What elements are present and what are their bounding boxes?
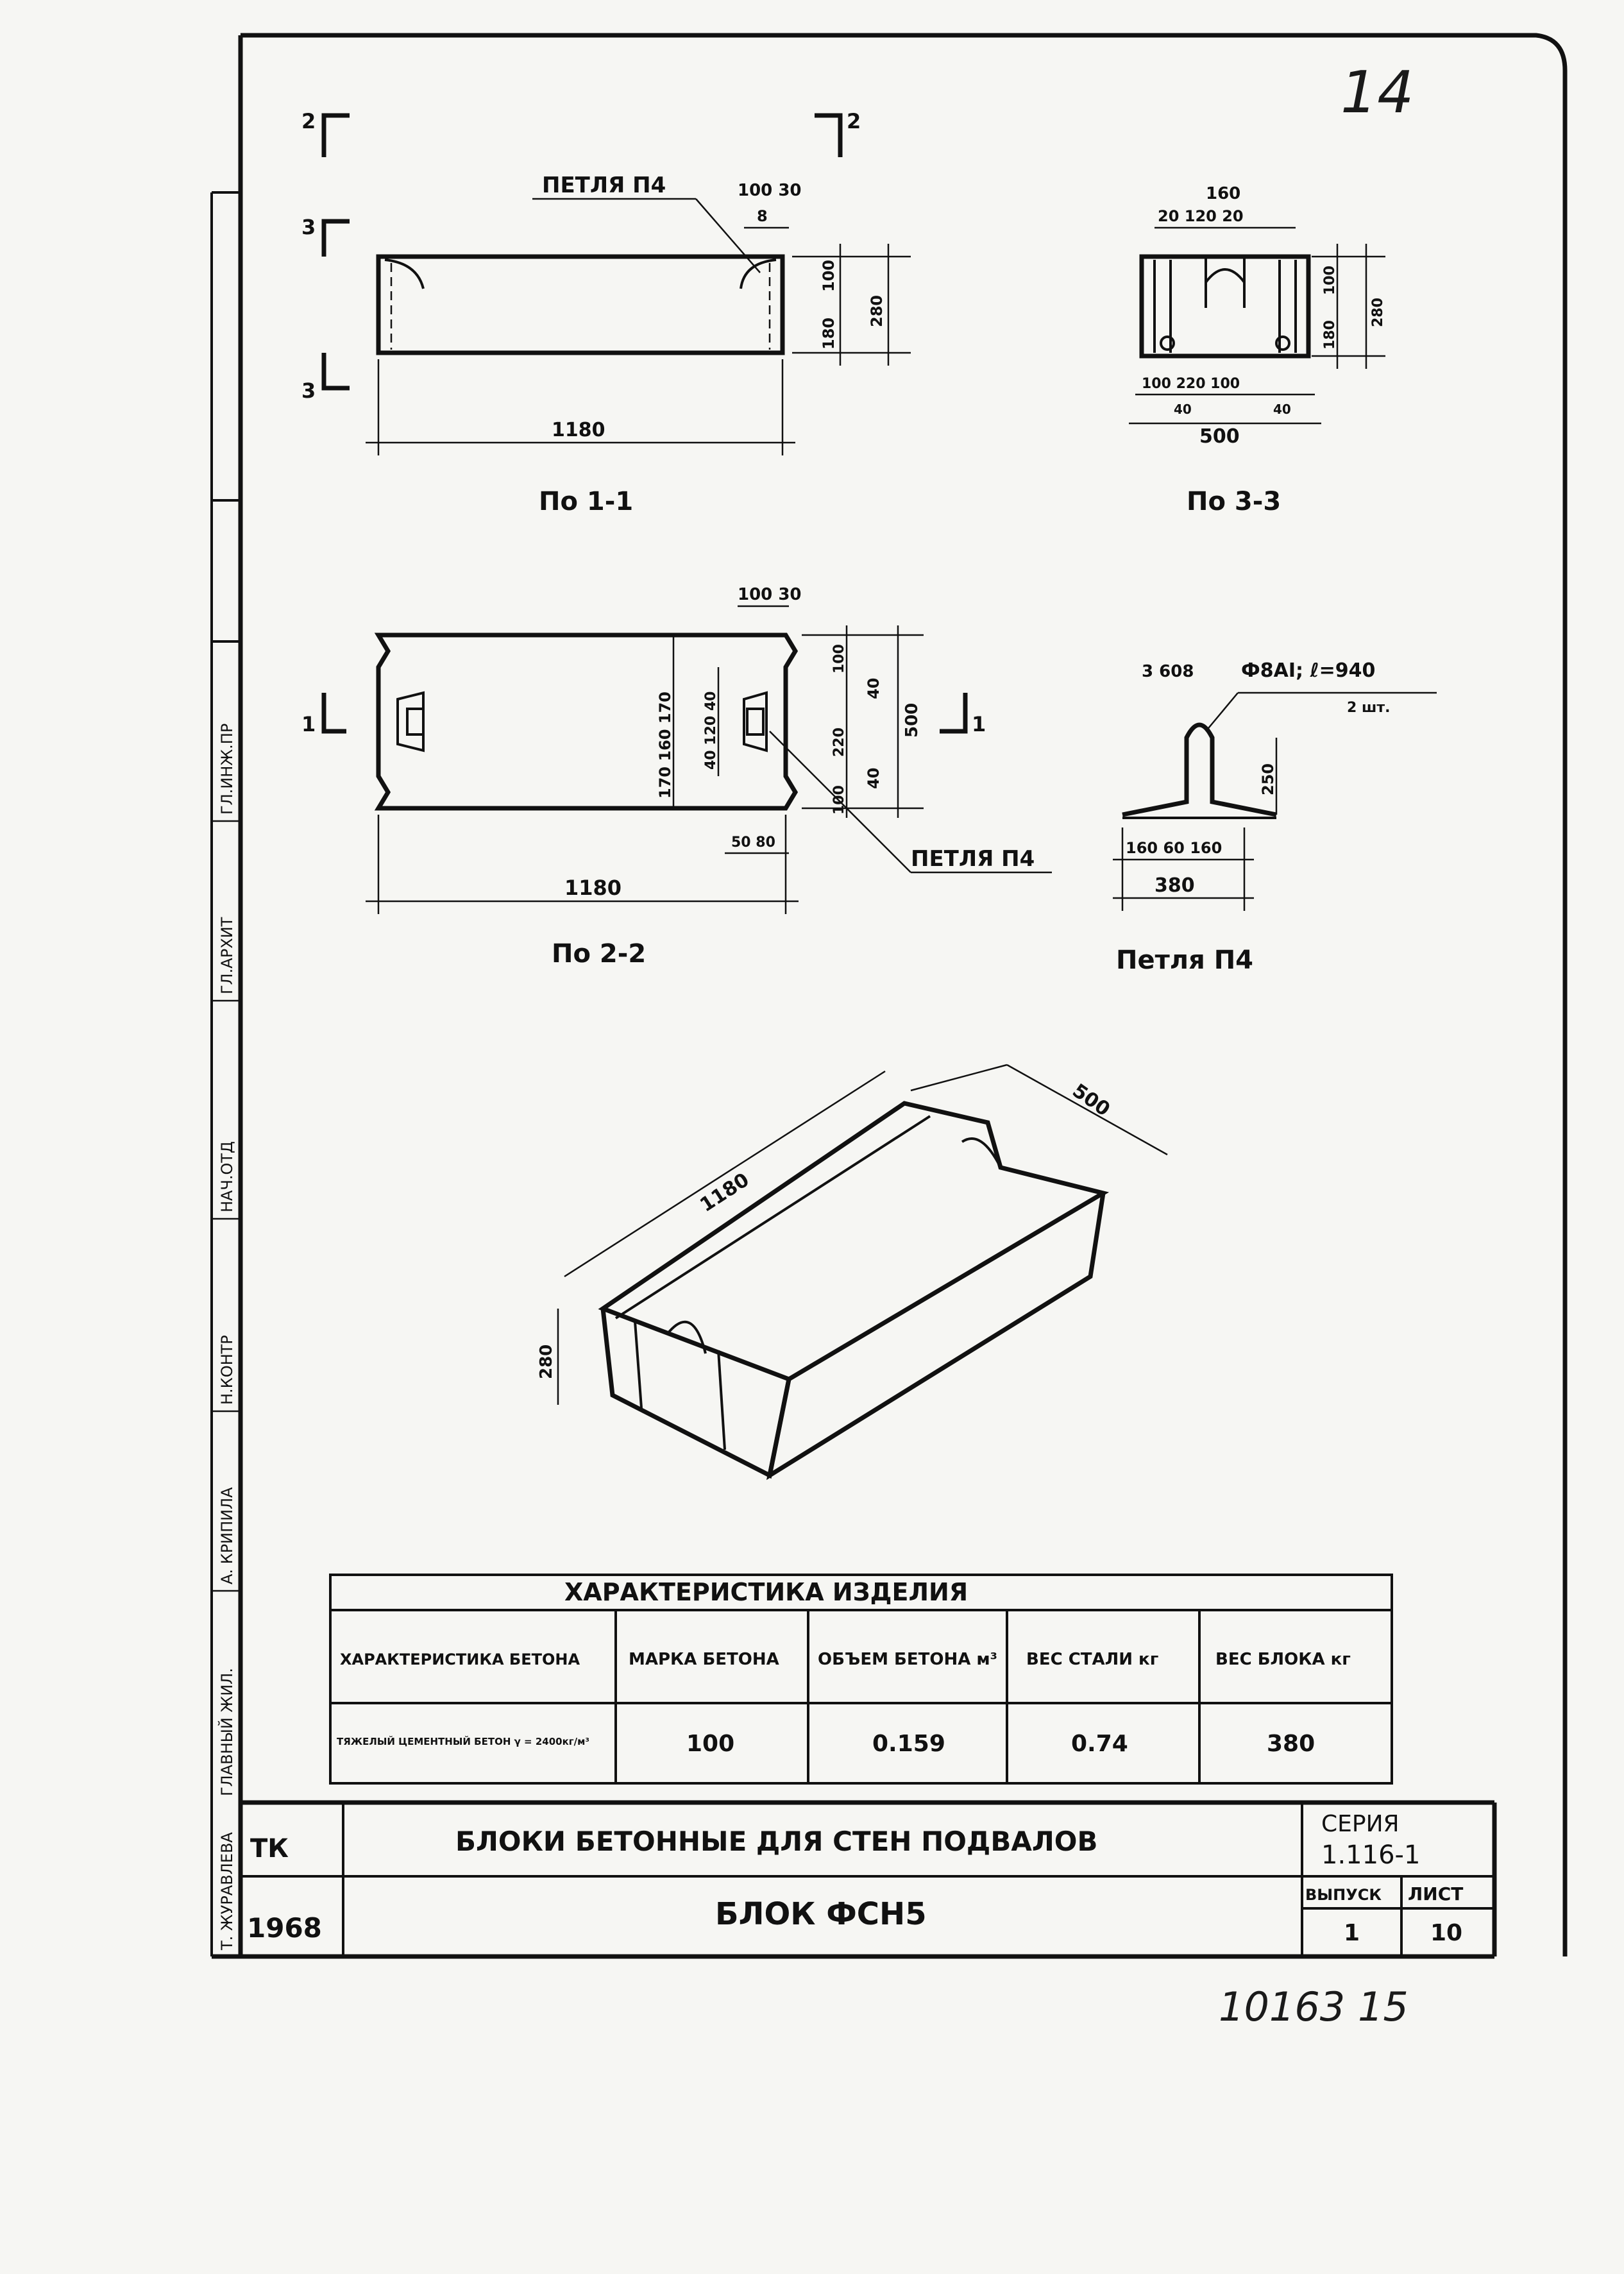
- side-item-4: Н.КОНТР: [218, 1335, 236, 1405]
- s33-dim-width: 500: [1199, 425, 1240, 448]
- series-value: 1.116-1: [1321, 1840, 1420, 1870]
- issue-label: ВЫПУСК: [1305, 1886, 1382, 1904]
- loop-p4-label-top: ПЕТЛЯ П4: [542, 173, 666, 198]
- s22-dim-right-a: 100: [831, 644, 847, 674]
- s22-dim-right-b: 40: [865, 678, 883, 699]
- title-org: ТК: [250, 1834, 289, 1863]
- loop-dim-base-total: 380: [1155, 874, 1195, 897]
- cut3-top-label: 3: [301, 215, 316, 239]
- table-title: ХАРАКТЕРИСТИКА ИЗДЕЛИЯ: [564, 1578, 968, 1606]
- loop-p4-label-plan: ПЕТЛЯ П4: [911, 846, 1035, 872]
- table-cell-volume: 0.159: [872, 1731, 945, 1757]
- s22-dim-top: 100 30: [738, 585, 802, 604]
- s11-dim-right-a: 100: [820, 260, 838, 292]
- side-item-3: НАЧ.ОТД: [218, 1141, 236, 1212]
- side-item-1: ГЛ.ИНЖ.ПР: [218, 724, 236, 815]
- loop-caption: Петля П4: [1116, 946, 1253, 975]
- side-strip: ГЛ.ИНЖ.ПР ГЛ.АРХИТ НАЧ.ОТД Н.КОНТР А. КР…: [212, 724, 241, 1951]
- cut1-left-label: 1: [301, 712, 316, 736]
- s33-dim-top-parts: 20 120 20: [1158, 207, 1244, 225]
- side-item-5: А. КРИПИЛА: [218, 1487, 236, 1584]
- s22-dim-bot-small: 50 80: [731, 835, 775, 851]
- s33-dim-bottom-parts: 100 220 100: [1142, 376, 1240, 392]
- s11-dim-right-b: 180: [820, 318, 838, 350]
- table-header-2: МАРКА БЕТОНА: [629, 1650, 779, 1669]
- s33-dim-right-total: 280: [1370, 298, 1386, 327]
- cut1-right-label: 1: [972, 712, 986, 736]
- sheet-frame: [210, 33, 1568, 1959]
- title-year: 1968: [247, 1912, 322, 1944]
- table-header-4: ВЕС СТАЛИ кг: [1026, 1650, 1158, 1669]
- s33-dim-top: 160: [1206, 184, 1240, 203]
- cut2-right-label: 2: [847, 109, 861, 133]
- s22-caption: По 2-2: [552, 939, 646, 969]
- title-block: ТК 1968 БЛОКИ БЕТОННЫЕ ДЛЯ СТЕН ПОДВАЛОВ…: [241, 1800, 1497, 1956]
- isometric-view: 1180 500 280: [537, 1064, 1168, 1481]
- s11-caption: По 1-1: [539, 487, 633, 516]
- series-label: СЕРИЯ: [1321, 1811, 1400, 1837]
- loop-dim-top: 3 608: [1142, 662, 1194, 681]
- characteristics-table: ХАРАКТЕРИСТИКА ИЗДЕЛИЯ ХАРАКТЕРИСТИКА БЕ…: [329, 1574, 1393, 1785]
- table-header-3: ОБЪЕМ БЕТОНА м³: [818, 1650, 997, 1669]
- loop-rebar-spec: Ф8AI; ℓ=940: [1241, 659, 1375, 682]
- s11-dim-right-total: 280: [868, 295, 886, 327]
- table-cell-grade: 100: [686, 1731, 734, 1757]
- iso-dim-width: 500: [1068, 1080, 1113, 1121]
- section-1-1: 2 2 3 3 ПЕТЛЯ П4 100 30 8 100 180 280 1: [301, 109, 911, 516]
- s33-dim-right-a: 100: [1322, 266, 1338, 295]
- sheet-value: 10: [1430, 1920, 1462, 1946]
- iso-dim-height: 280: [537, 1345, 556, 1379]
- table-header-5: ВЕС БЛОКА кг: [1215, 1650, 1351, 1669]
- s33-dim-right-b: 180: [1322, 320, 1338, 350]
- title-sub: БЛОК ФСН5: [715, 1896, 927, 1932]
- s33-dim-inner-r: 40: [1273, 402, 1291, 417]
- handwritten-stamp: 10163 15: [1219, 1983, 1408, 2030]
- table-cell-steel: 0.74: [1071, 1731, 1128, 1757]
- s11-dim-length: 1180: [552, 419, 605, 441]
- title-main: БЛОКИ БЕТОННЫЕ ДЛЯ СТЕН ПОДВАЛОВ: [455, 1826, 1097, 1857]
- sheet-label: ЛИСТ: [1408, 1883, 1463, 1905]
- issue-value: 1: [1344, 1920, 1360, 1946]
- s33-caption: По 3-3: [1187, 487, 1281, 516]
- table-cell-concrete: ТЯЖЕЛЫЙ ЦЕМЕНТНЫЙ БЕТОН γ = 2400кг/м³: [337, 1735, 589, 1747]
- s11-dim-top: 100 30: [738, 181, 802, 200]
- s22-dim-length: 1180: [564, 876, 622, 900]
- s11-dim-small: 8: [757, 207, 768, 225]
- table-header-1: ХАРАКТЕРИСТИКА БЕТОНА: [340, 1650, 580, 1668]
- loop-p4-detail: 3 608 Ф8AI; ℓ=940 2 шт. 250 160 60 160 3…: [1113, 659, 1437, 975]
- cut2-left-label: 2: [301, 109, 316, 133]
- s22-dim-right-c: 220: [831, 727, 847, 757]
- loop-rebar-qty: 2 шт.: [1347, 700, 1390, 716]
- sheet-number-handwritten: 14: [1341, 59, 1414, 126]
- loop-dim-base-parts: 160 60 160: [1126, 839, 1222, 857]
- loop-dim-height: 250: [1259, 763, 1277, 795]
- side-item-2: ГЛ.АРХИТ: [218, 917, 236, 994]
- side-item-6: ГЛАВНЫЙ ЖИЛ.: [217, 1668, 236, 1796]
- side-item-7: Т. ЖУРАВЛЕВА: [218, 1832, 236, 1951]
- table-cell-block-weight: 380: [1267, 1731, 1315, 1757]
- section-2-2: 1 1 100 30 170 160 170 40 120 40 100 40 …: [301, 585, 1052, 969]
- s33-dim-inner-l: 40: [1174, 402, 1192, 417]
- s22-dim-right-total: 500: [902, 703, 922, 738]
- s22-dim-vert-inner: 40 120 40: [703, 692, 719, 770]
- cut3-bottom-label: 3: [301, 378, 316, 403]
- s22-dim-right-d: 40: [865, 768, 883, 789]
- section-3-3: 160 20 120 20 100 180 280 100 220 100 40…: [1129, 184, 1386, 516]
- s22-dim-vert-left: 170 160 170: [656, 692, 674, 799]
